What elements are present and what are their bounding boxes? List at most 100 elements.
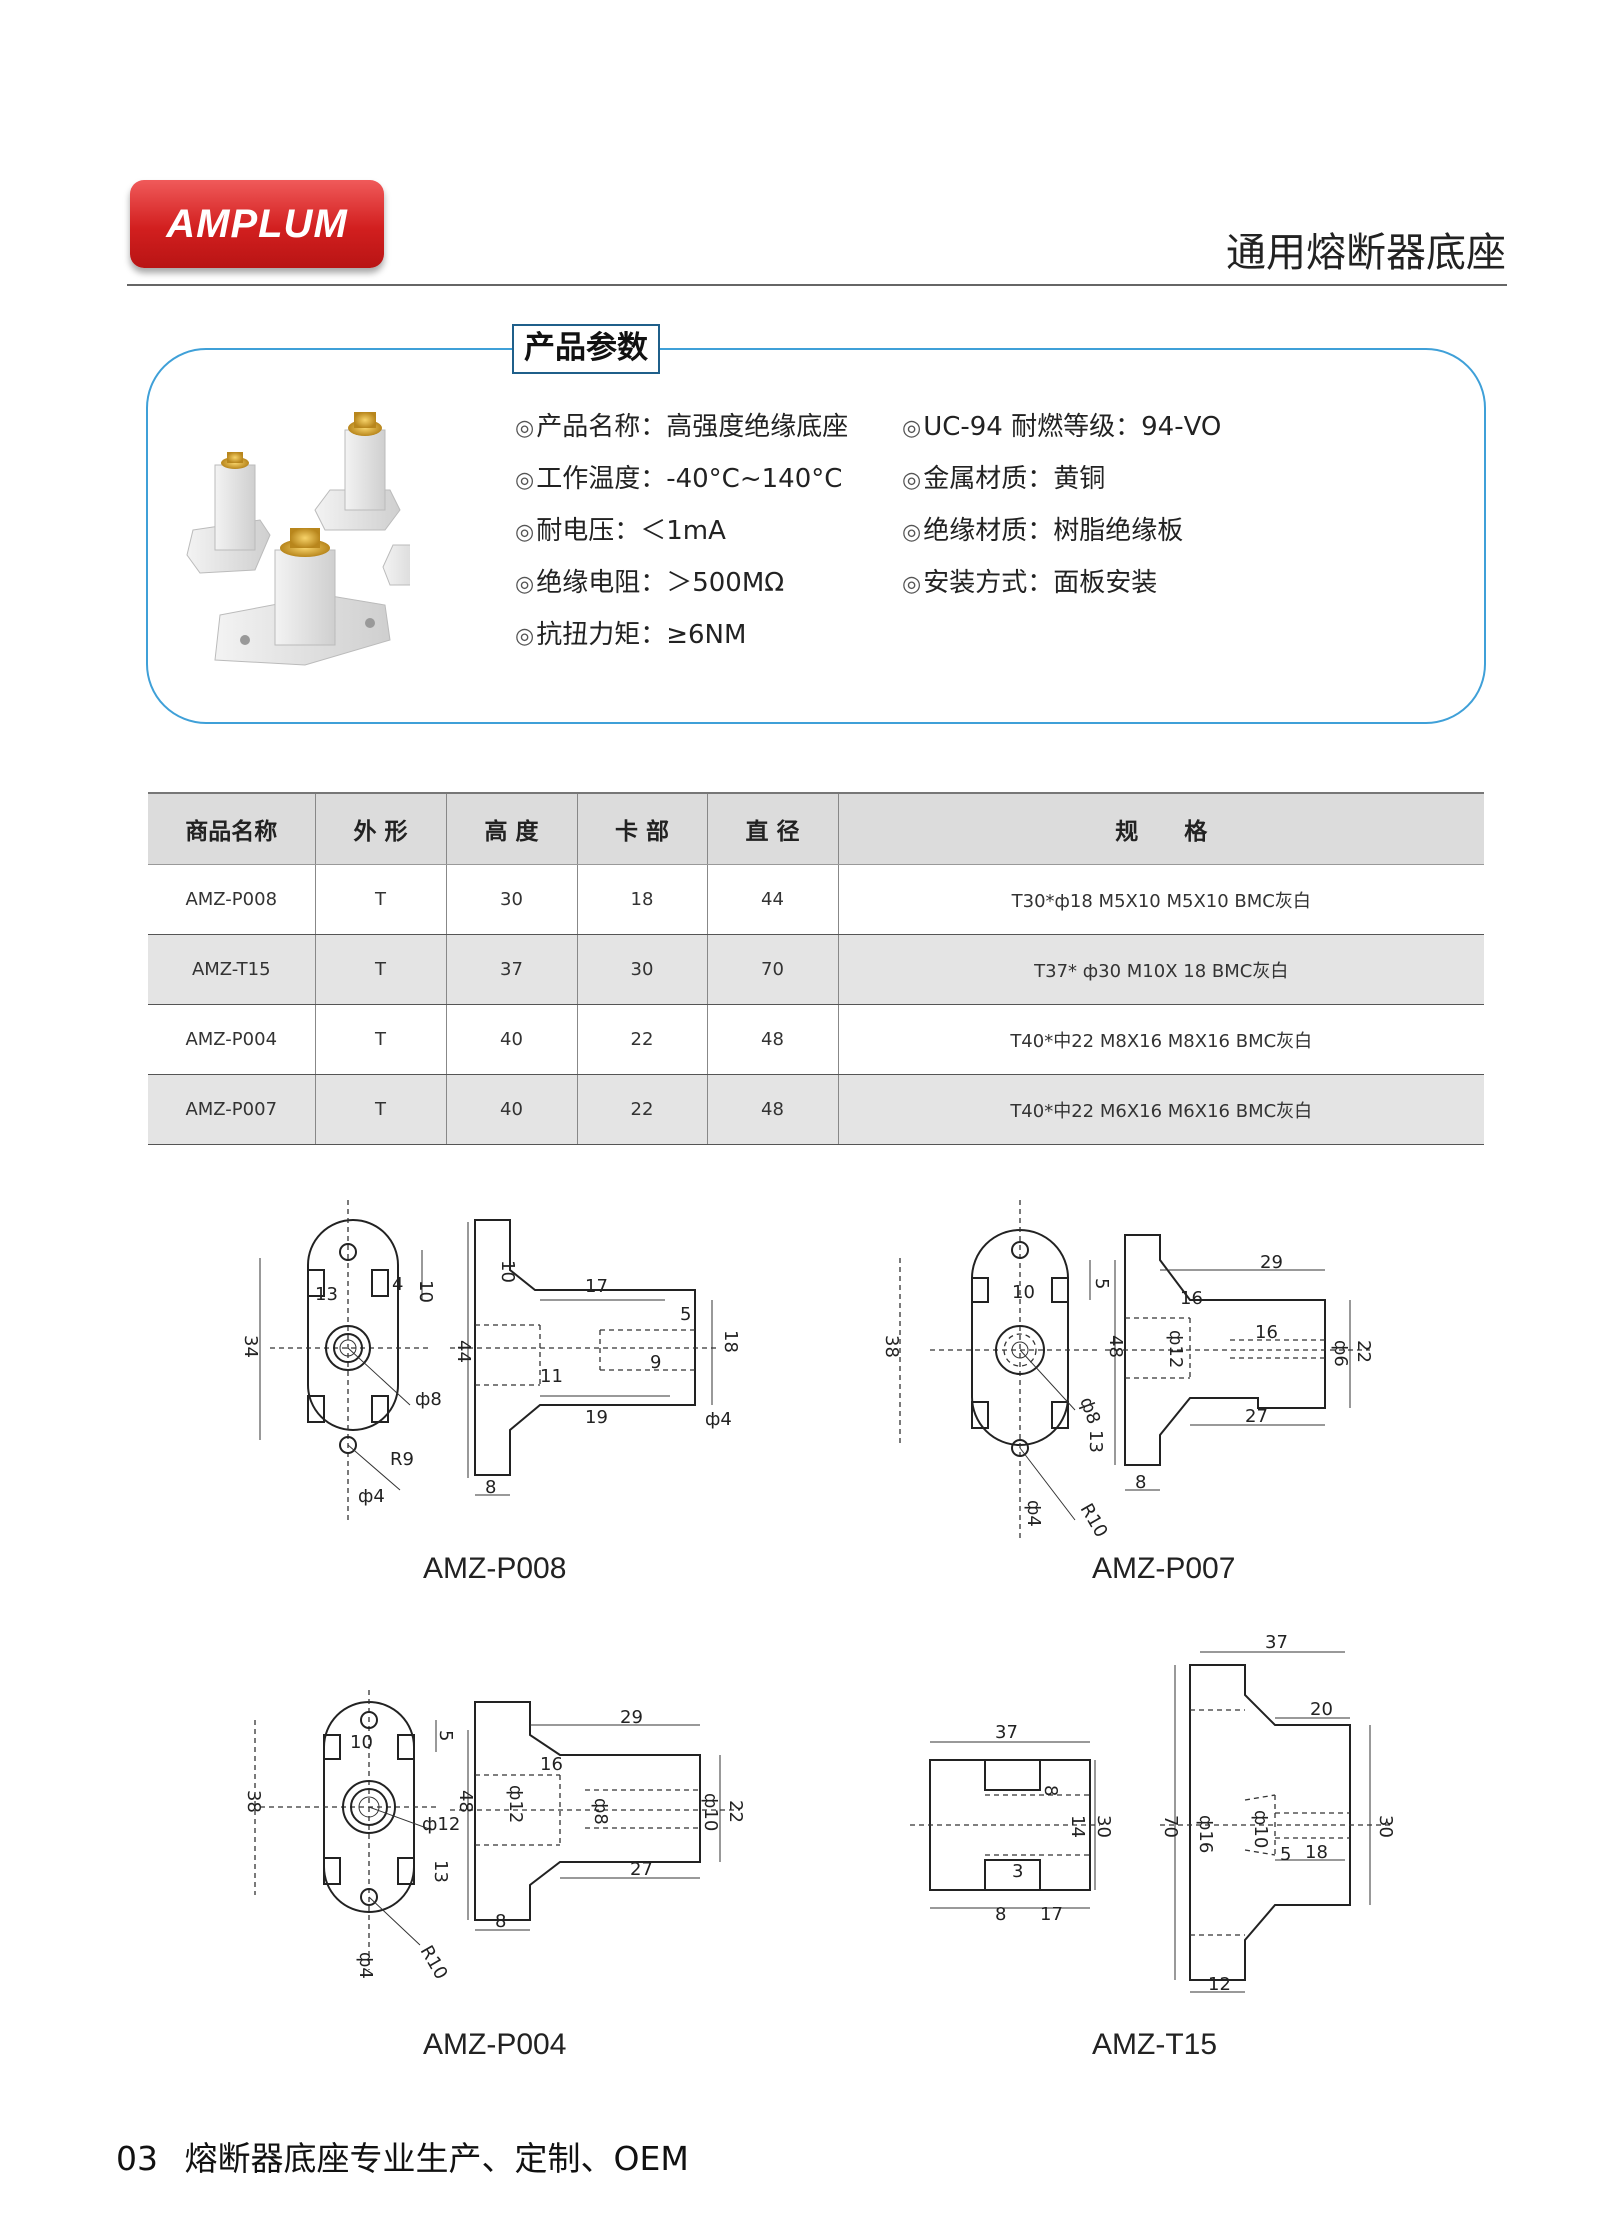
dimension-label: 10 <box>350 1732 373 1753</box>
params-right-list: ◎UC-94 耐燃等级：94-VO ◎金属材质：黄铜 ◎绝缘材质：树脂绝缘板 ◎… <box>902 402 1221 610</box>
dimension-label: 13 <box>430 1860 451 1883</box>
table-cell: T <box>314 934 446 1005</box>
dimension-label: ф8 <box>590 1798 611 1825</box>
dimension-label: 20 <box>1310 1699 1333 1720</box>
product-params-box <box>146 348 1486 724</box>
table-cell: T40*中22 M8X16 M8X16 BMC灰白 <box>837 1004 1484 1075</box>
table-cell: 40 <box>445 1074 577 1145</box>
dimension-label: R10 <box>1076 1500 1112 1541</box>
caption-amz-p008: AMZ-P008 <box>423 1552 567 1585</box>
dimension-label: 8 <box>995 1904 1006 1925</box>
dimension-label: 48 <box>455 1790 476 1813</box>
dimension-label: 5 <box>1091 1278 1112 1289</box>
dimension-label: 38 <box>881 1335 902 1358</box>
dimension-label: 8 <box>1040 1785 1061 1796</box>
dimension-label: ф4 <box>1023 1500 1044 1527</box>
page-footer: 03 熔断器底座专业生产、定制、OEM <box>116 2132 689 2180</box>
caption-amz-t15: AMZ-T15 <box>1092 2028 1218 2061</box>
table-cell: 44 <box>706 864 838 935</box>
table-cell: T37* ф30 M10X 18 BMC灰白 <box>837 934 1484 1005</box>
dimension-label: 8 <box>1135 1472 1146 1493</box>
dimension-label: 30 <box>1093 1815 1114 1838</box>
dimension-label: 37 <box>1265 1632 1288 1653</box>
dimension-label: 16 <box>1180 1288 1203 1309</box>
table-cell: AMZ-P007 <box>148 1074 315 1145</box>
dimension-label: 18 <box>720 1330 741 1353</box>
document-title: 通用熔断器底座 <box>1226 230 1506 276</box>
dimension-label: 17 <box>585 1276 608 1297</box>
table-cell: T <box>314 864 446 935</box>
dimension-label: 29 <box>620 1707 643 1728</box>
col-header: 外 形 <box>314 792 446 865</box>
dimension-label: 19 <box>585 1407 608 1428</box>
dimension-label: 10 <box>497 1260 518 1283</box>
dimension-label: 17 <box>1040 1904 1063 1925</box>
dimension-label: ф8 <box>1075 1395 1104 1427</box>
table-cell: AMZ-T15 <box>148 934 315 1005</box>
table-cell: 30 <box>576 934 707 1005</box>
table-cell: 48 <box>706 1074 838 1145</box>
dimension-label: 16 <box>540 1754 563 1775</box>
dimension-label: 5 <box>1280 1844 1291 1865</box>
dimension-label: 13 <box>315 1284 338 1305</box>
param-item: ◎耐电压：＜1mA <box>515 516 726 546</box>
dimension-label: R10 <box>416 1942 452 1983</box>
caption-amz-p004: AMZ-P004 <box>423 2028 567 2061</box>
table-cell: T <box>314 1074 446 1145</box>
params-tag: 产品参数 <box>512 324 660 374</box>
dimension-label: ф6 <box>1330 1340 1351 1367</box>
dimension-label: 22 <box>725 1800 746 1823</box>
dimension-label: ф8 <box>415 1389 442 1410</box>
amplum-logo: AMPLUM <box>130 180 384 268</box>
dimension-label: 12 <box>1208 1974 1231 1995</box>
param-item: ◎UC-94 耐燃等级：94-VO <box>902 412 1222 442</box>
param-item: ◎安装方式：面板安装 <box>902 568 1158 598</box>
dimension-label: 18 <box>1305 1842 1328 1863</box>
dimension-label: 10 <box>1012 1282 1035 1303</box>
dimension-label: 8 <box>495 1911 506 1932</box>
table-cell: 37 <box>445 934 577 1005</box>
col-header: 高 度 <box>445 792 577 865</box>
col-header: 商品名称 <box>148 792 315 865</box>
table-cell: 18 <box>576 864 707 935</box>
dimension-label: ф12 <box>422 1814 460 1835</box>
header-divider <box>127 284 1507 286</box>
dimension-label: 9 <box>650 1352 661 1373</box>
dimension-label: ф16 <box>1195 1815 1216 1853</box>
table-cell: T <box>314 1004 446 1075</box>
footer-text: 熔断器底座专业生产、定制、OEM <box>184 2139 689 2178</box>
dimension-label: 38 <box>243 1790 264 1813</box>
dimension-label: 11 <box>540 1366 563 1387</box>
dimension-label: 3 <box>1012 1861 1023 1882</box>
table-cell: 70 <box>706 934 838 1005</box>
dimension-label: 44 <box>453 1340 474 1363</box>
caption-amz-p007: AMZ-P007 <box>1092 1552 1236 1585</box>
col-header: 卡 部 <box>576 792 707 865</box>
table-header-row: 商品名称 外 形 高 度 卡 部 直 径 规 格 <box>148 792 1484 865</box>
table-cell: AMZ-P008 <box>148 864 315 935</box>
dimension-label: 5 <box>435 1730 456 1741</box>
col-header: 直 径 <box>706 792 838 865</box>
dimension-label: 30 <box>1375 1815 1396 1838</box>
dimension-label: ф12 <box>1165 1330 1186 1368</box>
table-cell: 40 <box>445 1004 577 1075</box>
dimension-label: ф4 <box>355 1952 376 1979</box>
dimension-label: 29 <box>1260 1252 1283 1273</box>
table-cell: AMZ-P004 <box>148 1004 315 1075</box>
table-cell: 22 <box>576 1074 707 1145</box>
dimension-label: ф4 <box>705 1409 732 1430</box>
table-cell: 22 <box>576 1004 707 1075</box>
logo-text: AMPLUM <box>166 201 348 246</box>
dimension-label: 8 <box>485 1477 496 1498</box>
dimension-label: ф10 <box>700 1793 721 1831</box>
dimension-label: ф12 <box>505 1785 526 1823</box>
param-item: ◎金属材质：黄铜 <box>902 464 1106 494</box>
dimension-label: 34 <box>240 1335 261 1358</box>
